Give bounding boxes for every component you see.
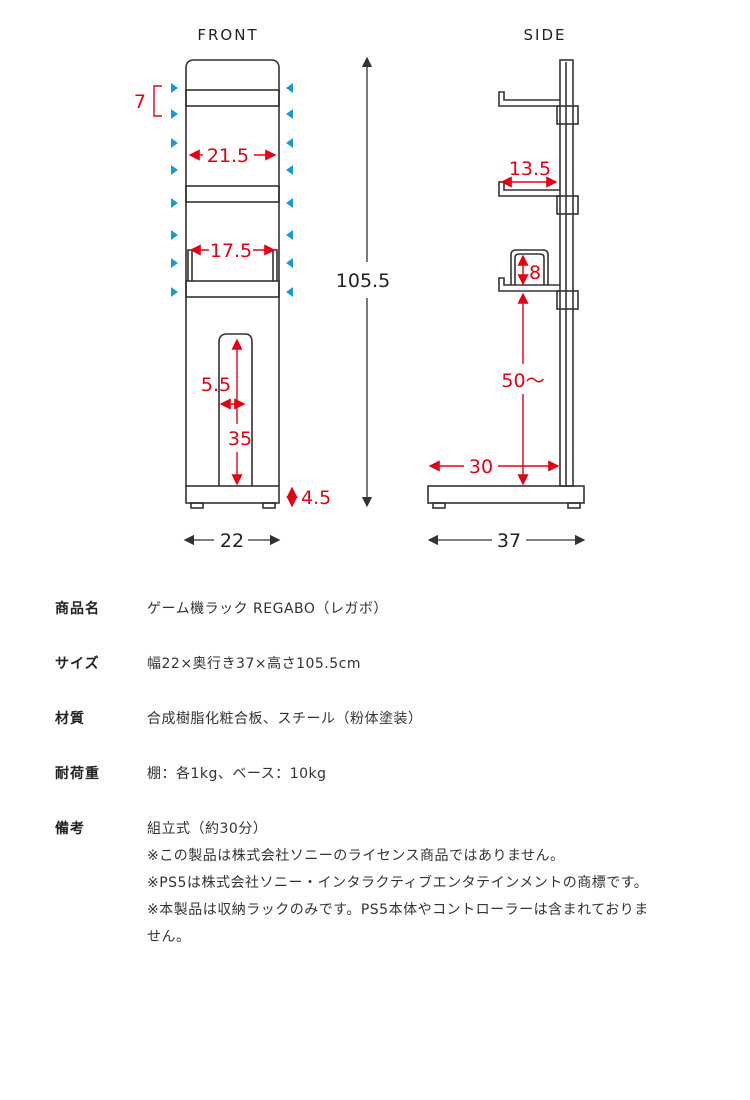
front-slot-height-dimension: 35 (228, 338, 252, 486)
spec-value-line: ※PS5は株式会社ソニー・インタラクティブエンタテインメントの商標です。 (147, 875, 649, 891)
side-shelf-depth-label: 13.5 (509, 158, 551, 180)
marker-arrow-icon (171, 230, 178, 240)
front-slot-width-dimension: 5.5 (201, 374, 246, 410)
side-holder-height-dimension: 8 (517, 254, 541, 286)
marker-arrow-icon (286, 287, 293, 297)
total-height-dimension: 105.5 (336, 56, 390, 508)
side-pole-offset-label: 30 (469, 456, 493, 478)
spec-value-line: ゲーム機ラック REGABO（レガボ） (147, 601, 388, 617)
dimension-diagram: FRONT 7 21.5 17.5 5.5 (134, 26, 586, 552)
front-holder-width-dimension: 17.5 (189, 240, 276, 262)
shelf-position-markers (171, 83, 293, 297)
spec-value-line: せん。 (147, 929, 191, 945)
base-height-dimension: 4.5 (286, 486, 331, 509)
spec-label: サイズ (55, 656, 100, 672)
front-view-title: FRONT (197, 26, 258, 44)
marker-arrow-icon (286, 198, 293, 208)
spec-value: 幅22×奥行き37×高さ105.5cm (147, 651, 727, 678)
marker-arrow-icon (286, 230, 293, 240)
marker-arrow-icon (171, 165, 178, 175)
front-inner-width-dimension: 21.5 (188, 145, 277, 167)
marker-arrow-icon (286, 109, 293, 119)
marker-arrow-icon (286, 165, 293, 175)
spec-value: 合成樹脂化粧合板、スチール（粉体塗装） (147, 706, 727, 733)
spec-value-line: 幅22×奥行き37×高さ105.5cm (147, 656, 362, 672)
spec-value-line: 棚：各1kg、ベース：10kg (147, 766, 327, 782)
marker-arrow-icon (286, 83, 293, 93)
side-pole-offset-dimension: 30 (428, 456, 560, 478)
side-holder-elevation-dimension: 50〜 (501, 292, 545, 486)
marker-arrow-icon (171, 83, 178, 93)
base-height-label: 4.5 (301, 487, 331, 509)
side-holder-elevation-label: 50〜 (501, 370, 544, 392)
spec-label: 商品名 (55, 601, 100, 617)
marker-arrow-icon (286, 258, 293, 268)
marker-arrow-icon (171, 198, 178, 208)
spec-value: 棚：各1kg、ベース：10kg (147, 761, 727, 788)
spec-label: 耐荷重 (55, 766, 100, 782)
front-base-width-dimension: 22 (183, 530, 281, 552)
marker-arrow-icon (171, 109, 178, 119)
marker-arrow-icon (171, 287, 178, 297)
shelf-gap-label: 7 (134, 91, 146, 113)
spec-value-line: ※本製品は収納ラックのみです。PS5本体やコントローラーは含まれておりま (147, 902, 649, 918)
front-slot-height-label: 35 (228, 428, 252, 450)
front-base-width-label: 22 (220, 530, 244, 552)
spec-value-line: ※この製品は株式会社ソニーのライセンス商品ではありません。 (147, 848, 565, 864)
shelf-gap-dimension: 7 (134, 85, 162, 117)
side-view-title: SIDE (524, 26, 567, 44)
spec-value: ゲーム機ラック REGABO（レガボ） (147, 596, 727, 623)
front-inner-width-label: 21.5 (207, 145, 249, 167)
spec-label: 材質 (55, 711, 85, 727)
side-shelf-depth-dimension: 13.5 (500, 158, 558, 188)
marker-arrow-icon (286, 138, 293, 148)
marker-arrow-icon (171, 138, 178, 148)
marker-arrow-icon (171, 258, 178, 268)
side-rack-body (427, 59, 585, 509)
spec-label: 備考 (55, 821, 85, 837)
side-holder-height-label: 8 (529, 262, 541, 284)
side-base-depth-label: 37 (497, 530, 521, 552)
side-base-depth-dimension: 37 (427, 530, 586, 552)
spec-value: 組立式（約30分） ※この製品は株式会社ソニーのライセンス商品ではありません。 … (147, 816, 727, 951)
spec-value-line: 合成樹脂化粧合板、スチール（粉体塗装） (147, 711, 423, 727)
front-holder-width-label: 17.5 (210, 240, 252, 262)
front-slot-width-label: 5.5 (201, 374, 231, 396)
spec-value-line: 組立式（約30分） (147, 821, 268, 837)
total-height-label: 105.5 (336, 270, 390, 292)
